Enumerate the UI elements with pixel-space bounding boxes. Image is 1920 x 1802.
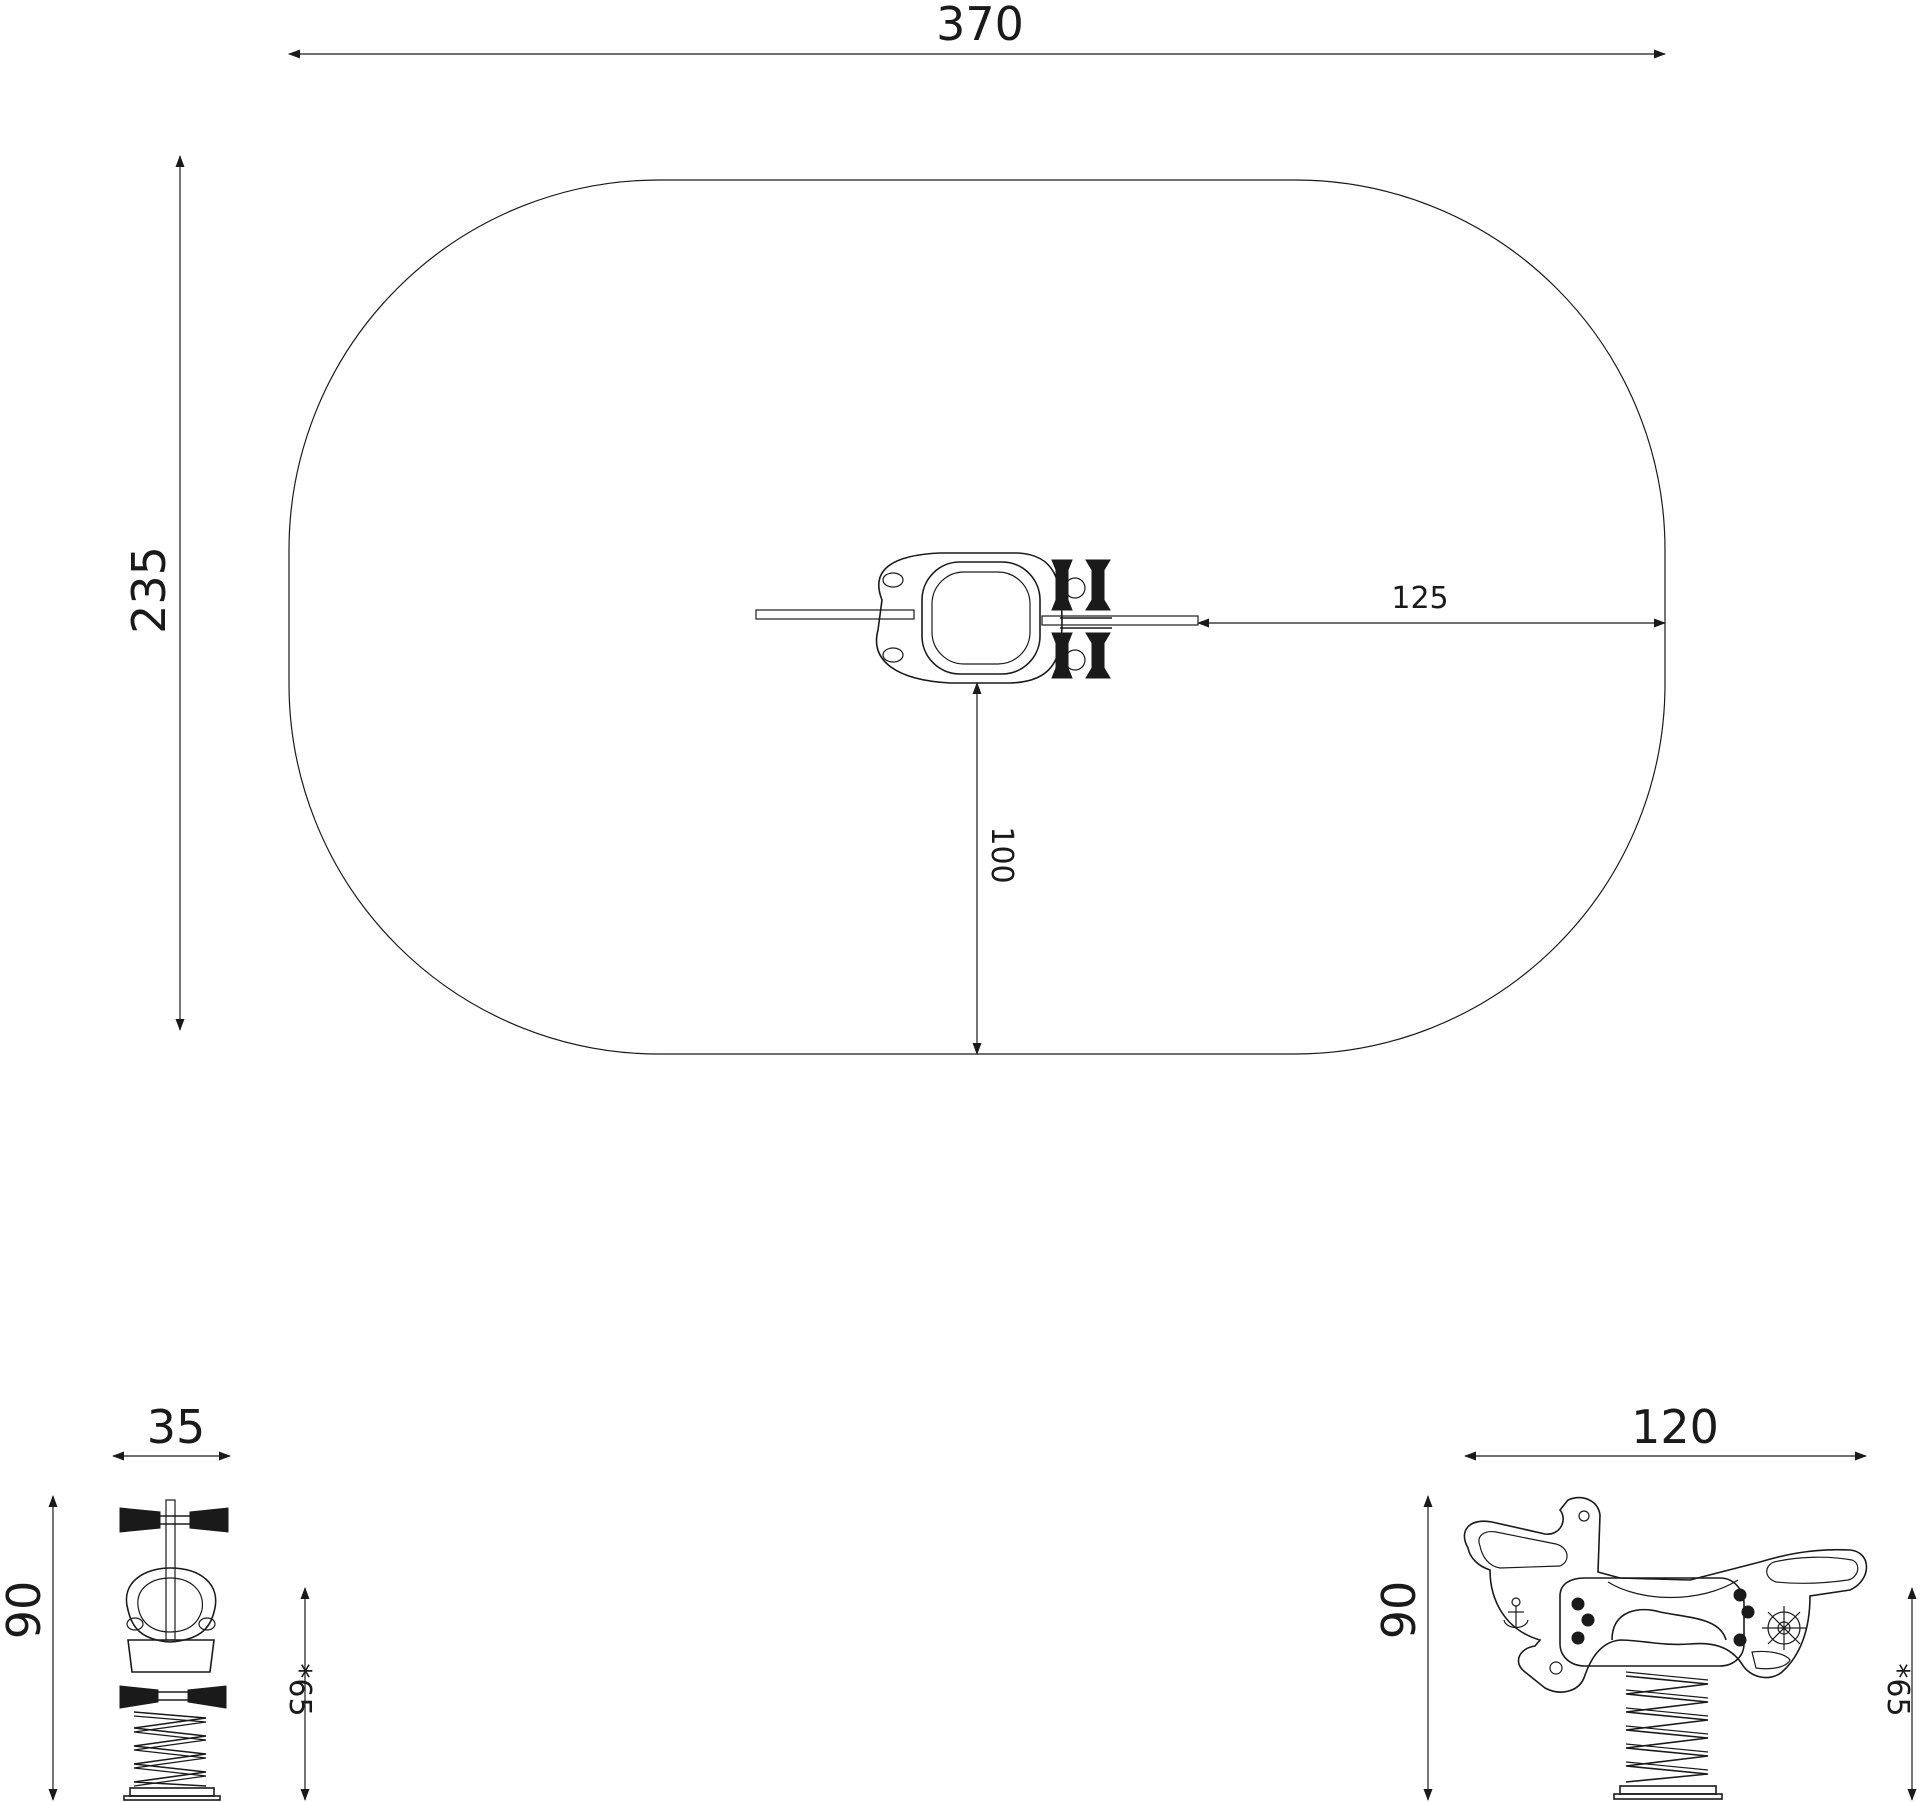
handle-grips-top — [1051, 559, 1111, 679]
spring-rider-top-view — [755, 552, 1199, 684]
dim-label-front-height: 90 — [0, 1581, 51, 1640]
dim-label-side-seat-height: *65 — [1880, 1663, 1915, 1716]
spring-rider-front-view — [119, 1499, 229, 1801]
front-view: 35 90 *65 — [0, 1400, 317, 1801]
dim-label-front-width: 35 — [147, 1400, 206, 1454]
ship-wheel-icon — [1762, 1606, 1806, 1650]
anchor-icon — [1503, 1597, 1529, 1629]
dim-label-side-height: 90 — [1372, 1581, 1426, 1640]
dim-label-edge-y: 100 — [984, 826, 1019, 883]
plan-view: 370 235 125 100 — [122, 0, 1666, 1055]
dim-label-side-length: 120 — [1631, 1400, 1719, 1454]
dim-label-overall-length: 370 — [936, 0, 1024, 51]
dim-label-front-seat-height: *65 — [282, 1663, 317, 1716]
dim-label-edge-x: 125 — [1391, 581, 1448, 616]
bolts — [1571, 1588, 1755, 1647]
side-view: 120 90 *65 — [1372, 1400, 1917, 1801]
spring-rider-side-view — [1463, 1496, 1868, 1800]
dim-label-overall-width: 235 — [122, 546, 176, 634]
